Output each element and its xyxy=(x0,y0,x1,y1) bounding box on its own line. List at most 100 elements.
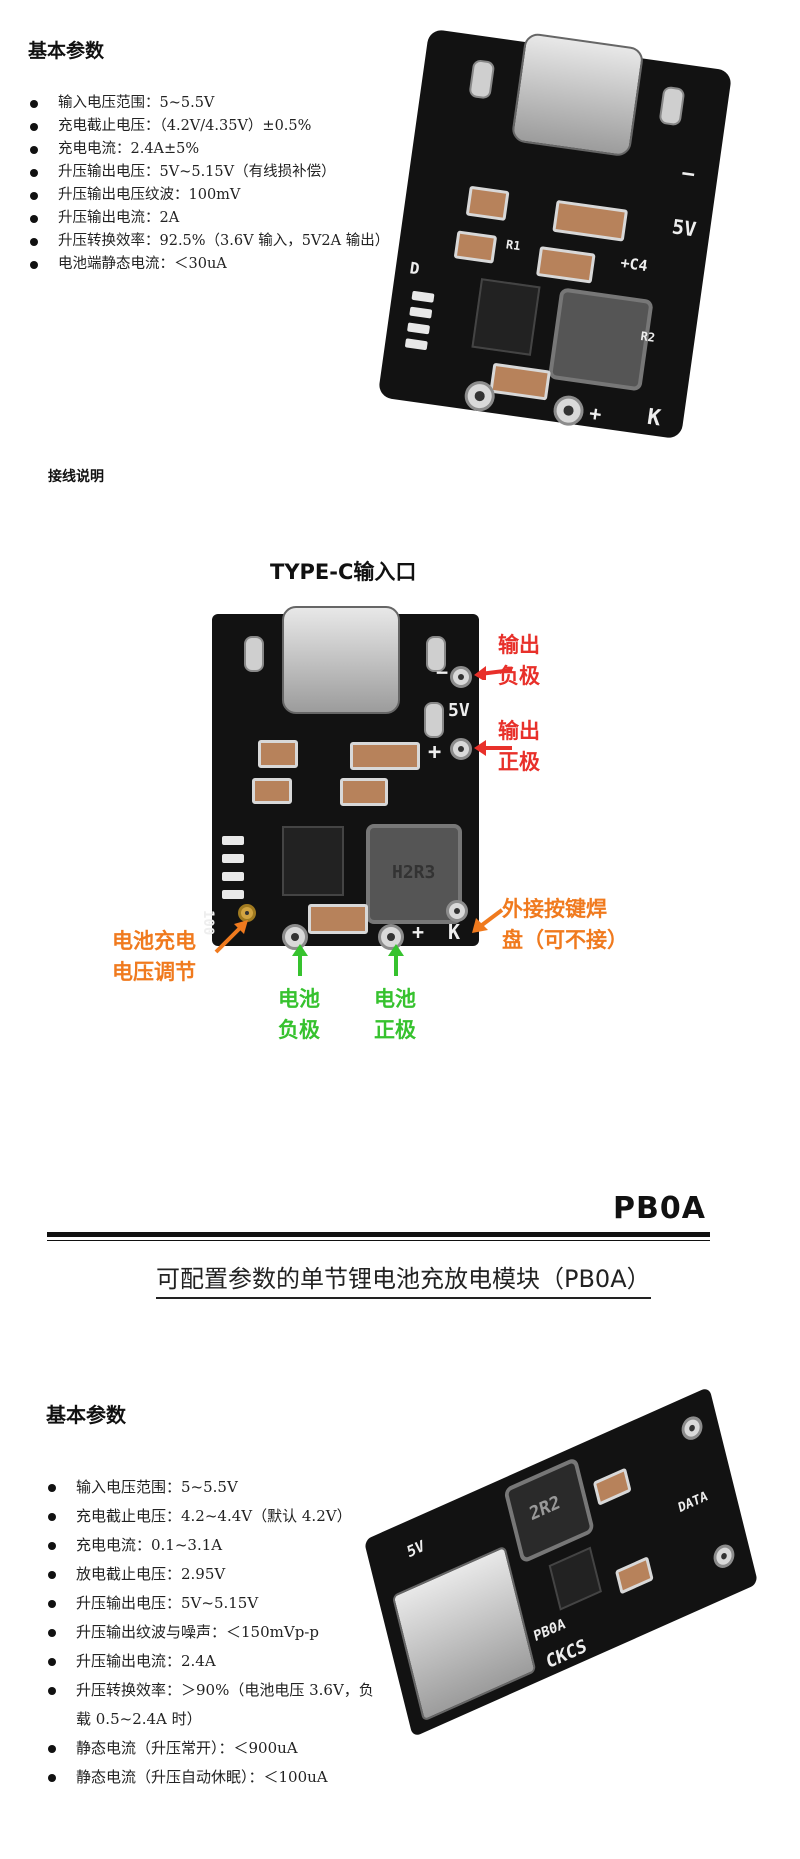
led-indicator xyxy=(222,836,244,845)
label-charge-voltage-adjust: 电池充电 电压调节 xyxy=(112,929,196,984)
mount-slot xyxy=(244,636,264,672)
silk-plus: + xyxy=(428,740,442,765)
capacitor xyxy=(614,1556,654,1595)
pb0a-spec-list: 输入电压范围：5~5.5V 充电截止电压：4.2~4.4V（默认 4.2V） 充… xyxy=(46,1473,376,1792)
capacitor xyxy=(536,246,596,284)
silk-5v: 5V xyxy=(405,1536,427,1562)
capacitor xyxy=(308,904,368,934)
usb-c-port xyxy=(510,31,645,158)
pcb-photo-3: 2R2 5V PB0A DATA CKCS xyxy=(363,1386,759,1738)
type-c-input-title: TYPE-C输入口 xyxy=(270,560,417,584)
led-indicator xyxy=(222,872,244,881)
capacitor xyxy=(489,362,551,401)
silk-5v: 5V xyxy=(448,700,470,721)
arrow-key-pad xyxy=(472,908,504,933)
divider-thin xyxy=(47,1240,710,1241)
ic-chip xyxy=(471,278,541,356)
silk-5v: 5V xyxy=(670,214,698,242)
pad xyxy=(679,1412,705,1444)
label-external-key-pad: 外接按键焊 盘（可不接） xyxy=(502,897,628,952)
capacitor xyxy=(252,778,292,804)
spec-item: 静态电流（升压常开）：＜900uA xyxy=(46,1734,376,1763)
inductor xyxy=(547,287,654,392)
pcb-photo-1: − 5V +C4 R1 R2 + K D xyxy=(377,28,733,440)
output-pos-pad xyxy=(450,738,472,760)
usb-a-port xyxy=(391,1545,537,1722)
capacitor xyxy=(350,742,420,770)
capacitor xyxy=(552,199,629,242)
led-indicator xyxy=(409,306,433,319)
mount-slot xyxy=(468,58,496,100)
spec-item: 充电截止电压：（4.2V/4.35V）±0.5% xyxy=(28,115,388,138)
key-pad xyxy=(446,900,468,922)
battery-pos-pad xyxy=(551,393,586,428)
spec-item: 升压转换效率：92.5%（3.6V 输入，5V2A 输出） xyxy=(28,230,389,253)
spec-item: 升压输出电压：5V~5.15V（有线损补偿） xyxy=(28,161,388,184)
arrow-output-pos xyxy=(474,740,512,756)
capacitor xyxy=(465,185,510,221)
silk-brand: CKCS xyxy=(544,1635,589,1674)
capacitor xyxy=(340,778,388,806)
silk-r1: R1 xyxy=(505,237,522,254)
silk-minus: − xyxy=(679,161,697,188)
silk-plus: + xyxy=(412,920,425,944)
led-indicator xyxy=(404,338,428,351)
wiring-title: 接线说明 xyxy=(48,469,104,485)
spec-item: 升压输出电流：2A xyxy=(28,207,388,230)
label-battery-positive: 电池 正极 xyxy=(374,987,416,1042)
pb0a-heading: 可配置参数的单节锂电池充放电模块（PB0A） xyxy=(156,1259,651,1299)
output-neg-pad xyxy=(450,666,472,688)
led-indicator xyxy=(222,854,244,863)
spec-item: 升压输出电压：5V~5.15V xyxy=(46,1589,376,1618)
mount-slot xyxy=(424,702,444,738)
silk-minus: − xyxy=(436,660,449,684)
capacitor xyxy=(592,1467,632,1506)
silk-r2: R2 xyxy=(639,328,656,345)
spec-item: 升压输出电压纹波：100mV xyxy=(28,184,388,207)
spec-item: 输入电压范围：5~5.5V xyxy=(28,92,388,115)
silk-d: D xyxy=(408,258,421,279)
spec-item: 升压转换效率：＞90%（电池电压 3.6V，负载 0.5~2.4A 时） xyxy=(46,1676,376,1734)
capacitor xyxy=(258,740,298,768)
mount-slot xyxy=(658,85,686,127)
spec-item: 升压输出纹波与噪声：＜150mVp-p xyxy=(46,1618,376,1647)
spec-item: 电池端静态电流：＜30uA xyxy=(28,253,388,276)
section1-spec-list: 输入电压范围：5~5.5V 充电截止电压：（4.2V/4.35V）±0.5% 充… xyxy=(28,92,389,276)
silk-c4: +C4 xyxy=(619,253,649,276)
usb-c-port xyxy=(282,606,400,714)
spec-item: 充电电流：0.1~3.1A xyxy=(46,1531,376,1560)
pcb-photo-2: − 5V + H2R3 100 + K xyxy=(200,606,479,950)
silk-plus: + xyxy=(587,400,604,427)
pad xyxy=(711,1540,737,1572)
spec-item: 充电电流：2.4A±5% xyxy=(28,138,388,161)
label-battery-negative: 电池 负极 xyxy=(278,987,320,1042)
section1-title: 基本参数 xyxy=(28,40,105,62)
label-output-positive: 输出 正极 xyxy=(498,719,540,774)
ic-chip xyxy=(548,1546,602,1611)
spec-item: 输入电压范围：5~5.5V xyxy=(46,1473,376,1502)
ic-chip xyxy=(282,826,344,896)
silk-k: K xyxy=(448,920,461,944)
led-indicator xyxy=(222,890,244,899)
led-indicator xyxy=(407,322,431,335)
spec-item: 充电截止电压：4.2~4.4V（默认 4.2V） xyxy=(46,1502,376,1531)
pb0a-tag: PB0A xyxy=(613,1191,706,1226)
battery-pos-pad xyxy=(378,924,404,950)
arrow-charge-adjust xyxy=(214,920,248,954)
divider-thick xyxy=(47,1232,710,1237)
capacitor xyxy=(453,230,498,264)
led-indicator xyxy=(411,290,435,303)
spec-item: 升压输出电流：2.4A xyxy=(46,1647,376,1676)
silk-k: K xyxy=(645,404,663,432)
silk-data: DATA xyxy=(676,1488,710,1517)
label-output-negative: 输出 负极 xyxy=(498,633,540,688)
mount-slot xyxy=(426,636,446,672)
silk-inductor-code: H2R3 xyxy=(392,862,436,883)
battery-neg-pad xyxy=(282,924,308,950)
arrow-output-neg xyxy=(474,666,513,680)
spec-item: 静态电流（升压自动休眠）：＜100uA xyxy=(46,1763,376,1792)
arrow-battery-neg xyxy=(292,944,308,976)
pb0a-params-title: 基本参数 xyxy=(46,1403,126,1427)
spec-item: 放电截止电压：2.95V xyxy=(46,1560,376,1589)
arrow-battery-pos xyxy=(388,944,404,976)
